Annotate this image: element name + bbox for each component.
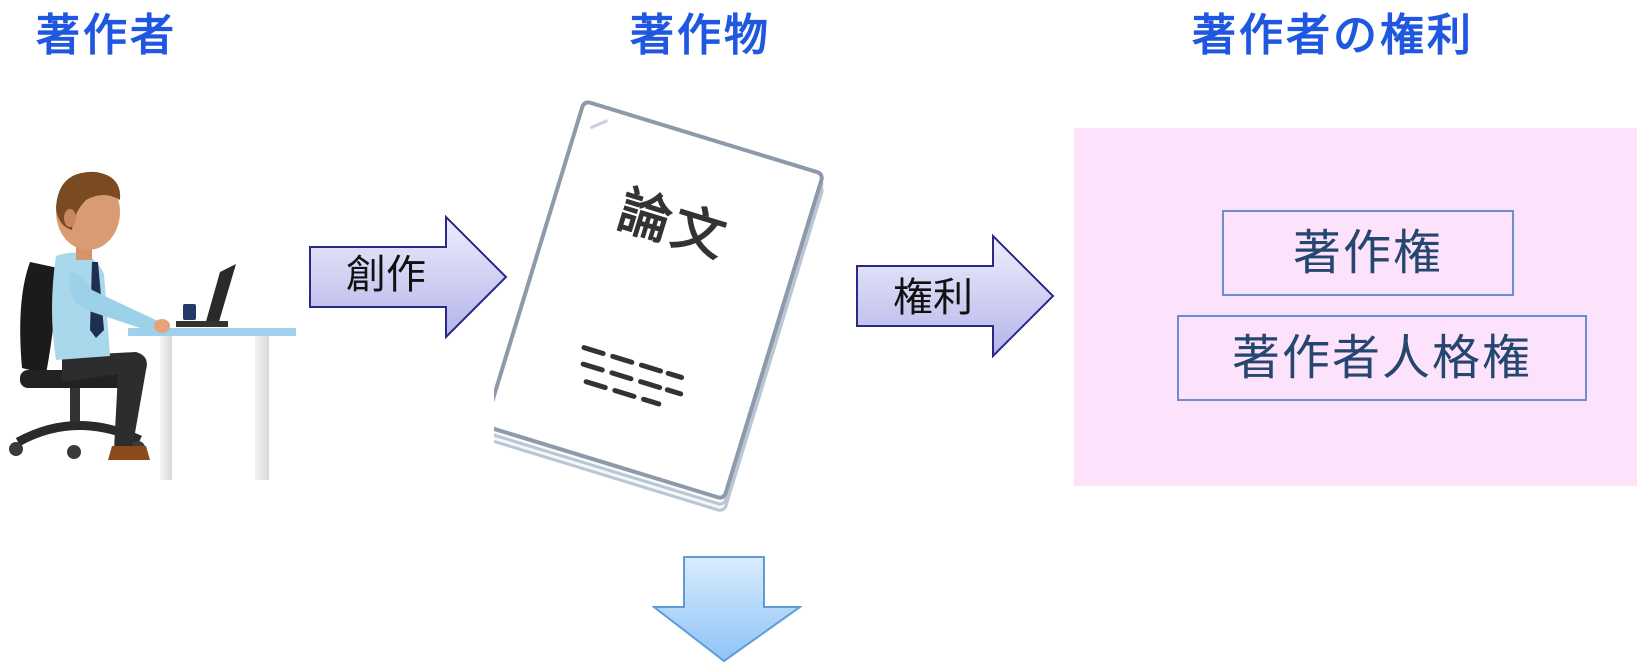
heading-author: 著作者 — [36, 10, 177, 61]
create-arrow: 創作 — [308, 215, 508, 339]
right-arrow-icon — [309, 215, 508, 339]
create-label: 創作 — [346, 252, 426, 298]
down-arrow-icon — [651, 555, 804, 663]
heading-work: 著作物 — [630, 10, 771, 61]
rights-label: 権利 — [893, 275, 973, 321]
heading-author-rights: 著作者の権利 — [1192, 10, 1474, 61]
paper-document-icon: 論文 — [484, 100, 874, 530]
right-arrow-icon — [856, 234, 1055, 358]
author-rights-panel: 著作権 著作者人格権 — [1074, 128, 1637, 486]
rights-arrow: 権利 — [855, 234, 1055, 358]
author-at-desk-icon — [0, 160, 300, 480]
copyright-box: 著作権 — [1222, 210, 1514, 296]
moral-rights-box: 著作者人格権 — [1177, 315, 1587, 401]
